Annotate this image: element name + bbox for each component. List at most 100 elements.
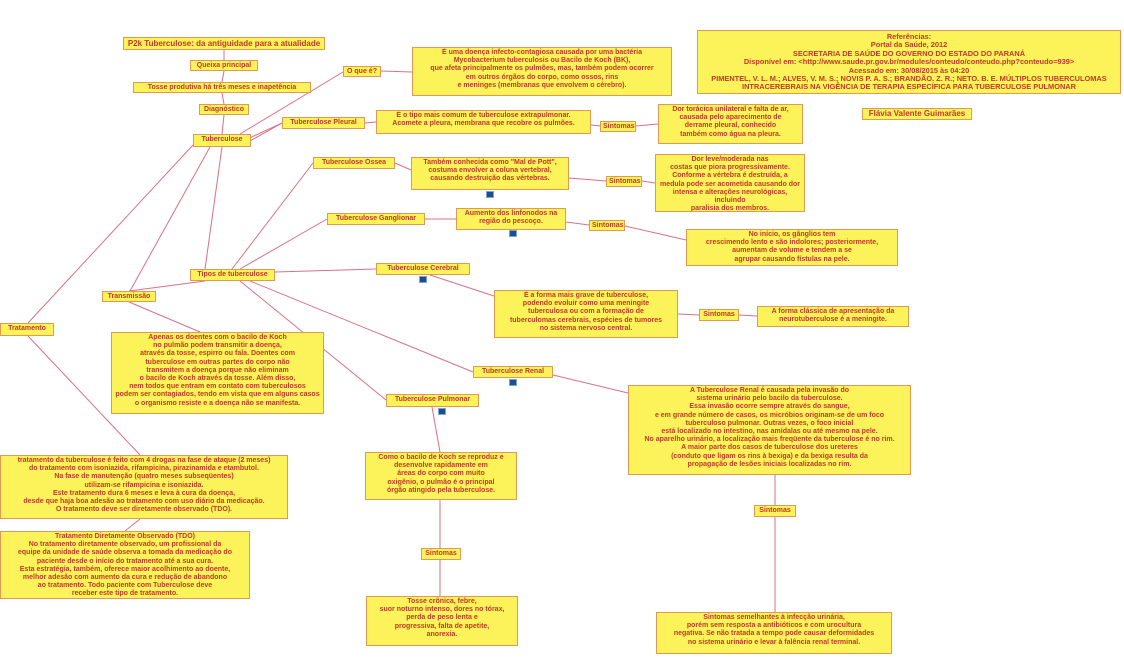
ossea-desc-node[interactable]: Também conhecida como "Mal de Pott", cos…	[411, 157, 569, 190]
cerebral-desc-node[interactable]: É a forma mais grave de tuberculose, pod…	[494, 290, 678, 338]
ossea-note-icon[interactable]	[486, 191, 494, 198]
tipos-node[interactable]: Tipos de tuberculose	[190, 269, 275, 281]
pleural-symptoms: Dor torácica unilateral e falta de ar, c…	[672, 106, 789, 138]
queixa-principal-node[interactable]: Queixa principal	[190, 60, 258, 71]
pleural-sintomas-label: Sintomas	[603, 123, 635, 130]
connector-line	[128, 301, 201, 333]
ganglionar-sintomas-label: Sintomas	[592, 222, 624, 229]
renal-sintomas-label: Sintomas	[759, 507, 791, 514]
transmissao-label: Transmissão	[107, 293, 151, 300]
pulmonar-node[interactable]: Tuberculose Pulmonar	[386, 394, 479, 407]
connector-line	[204, 146, 223, 270]
transmissao-node[interactable]: Transmissão	[102, 291, 156, 302]
ganglionar-desc: Aumento dos linfonodos na região do pesc…	[464, 210, 558, 226]
queixa-text-node[interactable]: Tosse produtiva há três meses e inapetên…	[133, 82, 311, 93]
connector-line	[568, 177, 607, 182]
tuberculose-node[interactable]: Tuberculose	[193, 134, 251, 147]
tratamento-node[interactable]: Tratamento	[0, 323, 54, 336]
cerebral-sintomas-label: Sintomas	[703, 311, 735, 318]
tratamento-text: tratamento da tuberculose é feito com 4 …	[17, 457, 271, 514]
map-title: P2k Tuberculose: da antiguidade para a a…	[127, 39, 321, 48]
ganglionar-sintomas-node[interactable]: Sintomas	[589, 220, 625, 231]
ossea-node[interactable]: Tuberculose Óssea	[313, 157, 395, 169]
pleural-node[interactable]: Tuberculose Pleural	[282, 117, 365, 129]
cerebral-symptoms: A forma clássica de apresentação da neur…	[771, 308, 895, 324]
connector-line	[221, 92, 225, 105]
diagnostico-node[interactable]: Diagnóstico	[199, 104, 249, 115]
pulmonar-note-icon[interactable]	[438, 408, 446, 415]
pulmonar-label: Tuberculose Pulmonar	[394, 396, 471, 403]
queixa-principal-label: Queixa principal	[196, 62, 252, 69]
renal-sintomas-node[interactable]: Sintomas	[754, 505, 796, 517]
cerebral-node[interactable]: Tuberculose Cerebral	[376, 263, 470, 275]
cerebral-symptoms-node[interactable]: A forma clássica de apresentação da neur…	[757, 306, 909, 327]
connector-line	[239, 71, 344, 135]
ganglionar-note-icon[interactable]	[509, 230, 517, 237]
ossea-symptoms: Dor leve/moderada nas costas que piora p…	[659, 156, 801, 212]
connector-line	[364, 121, 377, 124]
tuberculose-label: Tuberculose	[201, 136, 243, 143]
pulmonar-desc-node[interactable]: Como o bacilo de Koch se reproduz e dese…	[365, 452, 517, 500]
connector-line	[624, 225, 687, 241]
connector-line	[221, 70, 225, 83]
tipos-label: Tipos de tuberculose	[197, 271, 268, 278]
ossea-sintomas-label: Sintomas	[609, 178, 641, 185]
pleural-symptoms-node[interactable]: Dor torácica unilateral e falta de ar, c…	[658, 104, 803, 144]
connector-line	[128, 280, 206, 292]
connector-line	[231, 162, 314, 270]
cerebral-note-icon[interactable]	[419, 276, 427, 283]
pulmonar-symptoms-node[interactable]: Tosse crônica, febre, suor noturno inten…	[366, 596, 518, 646]
tratamento-text-node[interactable]: tratamento da tuberculose é feito com 4 …	[0, 455, 288, 519]
transmissao-text: Apenas os doentes com o bacilo de Koch n…	[115, 334, 320, 407]
renal-symptoms-node[interactable]: Sintomas semelhantes à infecção urinária…	[656, 612, 892, 654]
connector-line	[249, 280, 474, 373]
renal-desc-node[interactable]: A Tuberculose Renal é causada pela invas…	[628, 385, 911, 475]
tratamento-label: Tratamento	[8, 325, 46, 332]
author-name: Flávia Valente Guimarães	[868, 109, 966, 118]
connector-line	[565, 221, 590, 226]
cerebral-sintomas-node[interactable]: Sintomas	[699, 309, 739, 321]
connector-line	[221, 114, 225, 135]
oque-text-node[interactable]: É uma doença infecto-contagiosa causada …	[412, 47, 672, 96]
ossea-symptoms-node[interactable]: Dor leve/moderada nas costas que piora p…	[655, 154, 805, 212]
tdo-text: Tratamento Diretamente Observado (TDO) N…	[18, 533, 232, 598]
ganglionar-node[interactable]: Tuberculose Ganglionar	[327, 213, 425, 225]
renal-note-icon[interactable]	[509, 379, 517, 386]
ganglionar-symptoms: No início, os gânglios tem crescimendo l…	[705, 231, 879, 263]
connector-line	[641, 180, 656, 184]
author-node[interactable]: Flávia Valente Guimarães	[862, 108, 972, 120]
tdo-text-node[interactable]: Tratamento Diretamente Observado (TDO) N…	[0, 531, 250, 599]
pleural-desc-node[interactable]: É o tipo mais comum de tuberculose extra…	[376, 110, 591, 134]
references-text: Referências: Portal da Saúde, 2012 SECRE…	[711, 32, 1107, 92]
ganglionar-desc-node[interactable]: Aumento dos linfonodos na região do pesc…	[456, 208, 566, 230]
diagnostico-label: Diagnóstico	[203, 106, 245, 113]
connector-line	[552, 374, 629, 394]
pulmonar-desc: Como o bacilo de Koch se reproduz e dese…	[378, 454, 504, 494]
connector-line	[239, 218, 328, 270]
renal-symptoms: Sintomas semelhantes à infecção urinária…	[673, 614, 875, 646]
renal-node[interactable]: Tuberculose Renal	[473, 366, 553, 378]
oque-node[interactable]: O que é?	[343, 66, 381, 77]
connector-line	[677, 313, 700, 316]
pleural-label: Tuberculose Pleural	[290, 119, 357, 126]
oque-label: O que é?	[347, 68, 377, 75]
connector-line	[380, 70, 413, 73]
connector-line	[27, 144, 194, 324]
transmissao-text-node[interactable]: Apenas os doentes com o bacilo de Koch n…	[111, 332, 324, 414]
connector-line	[431, 406, 441, 453]
pulmonar-sintomas-node[interactable]: Sintomas	[421, 548, 461, 560]
connector-line	[738, 314, 758, 317]
pleural-sintomas-node[interactable]: Sintomas	[600, 121, 636, 132]
connector-line	[274, 268, 377, 273]
cerebral-desc: É a forma mais grave de tuberculose, pod…	[509, 292, 663, 332]
pulmonar-sintomas-label: Sintomas	[425, 550, 457, 557]
map-title-node[interactable]: P2k Tuberculose: da antiguidade para a a…	[123, 37, 325, 50]
connector-line	[27, 335, 141, 456]
cerebral-label: Tuberculose Cerebral	[387, 265, 459, 272]
references-node[interactable]: Referências: Portal da Saúde, 2012 SECRE…	[697, 30, 1121, 94]
ossea-sintomas-node[interactable]: Sintomas	[606, 176, 642, 187]
ganglionar-symptoms-node[interactable]: No início, os gânglios tem crescimendo l…	[686, 229, 898, 266]
connector-line	[124, 518, 141, 532]
pulmonar-symptoms: Tosse crônica, febre, suor noturno inten…	[379, 598, 505, 638]
